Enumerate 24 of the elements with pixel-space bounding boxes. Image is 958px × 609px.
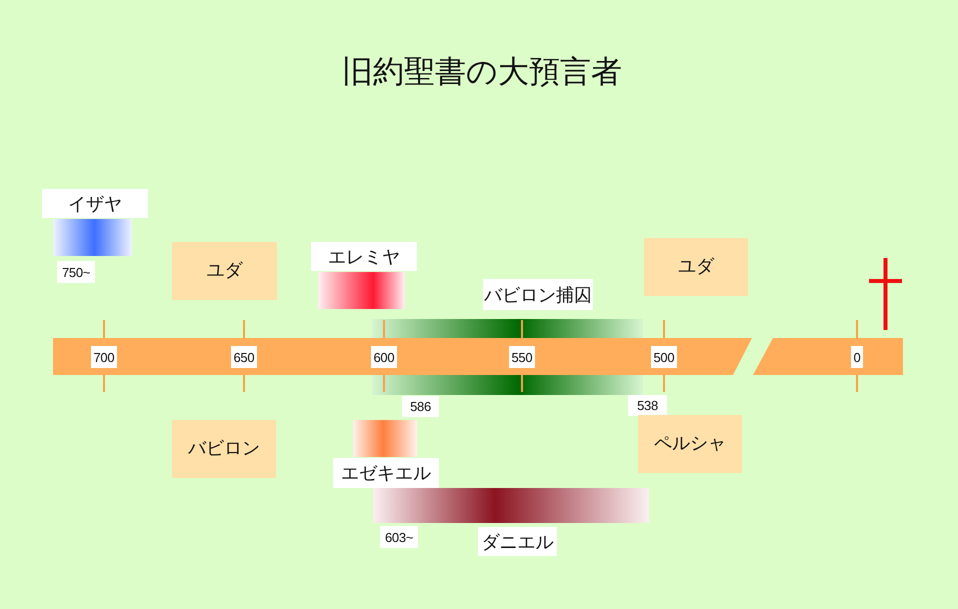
- year-label: 550: [508, 346, 536, 368]
- prophet-name-label: エゼキエル: [333, 458, 439, 488]
- prophet-name-label: イザヤ: [42, 189, 148, 218]
- date-label: 750~: [57, 261, 95, 283]
- year-label: 650: [230, 346, 258, 368]
- kingdom-box: バビロン: [172, 420, 276, 478]
- period-bar: [373, 488, 649, 523]
- prophet-name-label: ダニエル: [478, 527, 557, 556]
- period-bar: [53, 219, 132, 256]
- year-label: 500: [650, 346, 678, 368]
- period-bar: [353, 420, 417, 457]
- year-label: 0: [850, 346, 864, 368]
- prophet-name-label: エレミヤ: [311, 242, 417, 271]
- kingdom-box: ユダ: [172, 242, 277, 300]
- period-bar: [318, 272, 405, 309]
- date-label: 586: [402, 396, 439, 417]
- kingdom-box: ユダ: [644, 238, 748, 296]
- period-name-label: バビロン捕囚: [483, 279, 593, 310]
- year-label: 600: [370, 346, 398, 368]
- year-label: 700: [90, 346, 118, 368]
- title: 旧約聖書の大預言者: [342, 53, 622, 92]
- date-label: 603~: [380, 526, 418, 548]
- kingdom-box: ペルシャ: [638, 415, 742, 473]
- date-label: 538: [628, 395, 667, 416]
